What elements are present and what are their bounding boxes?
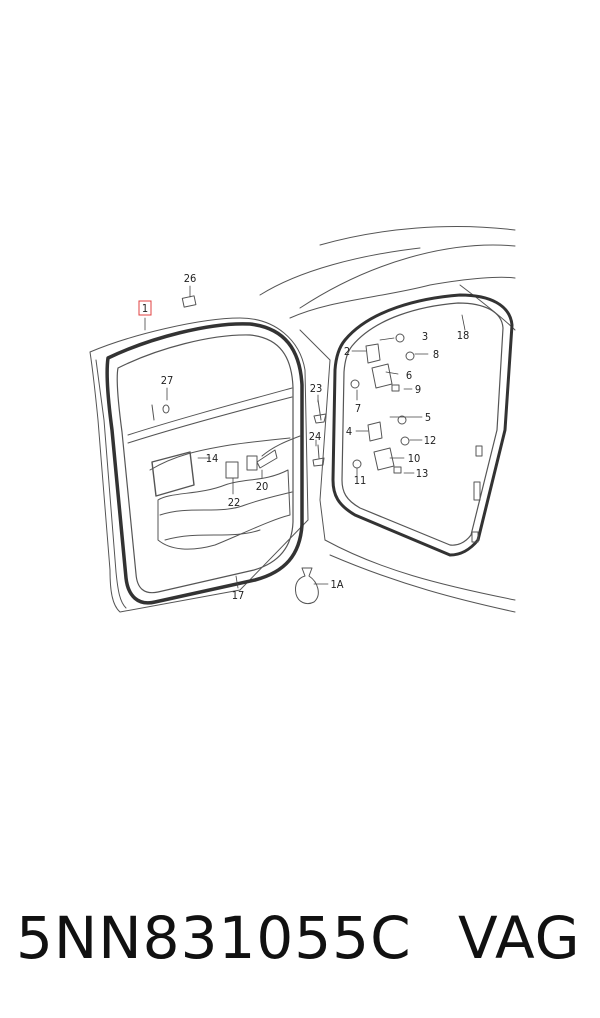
- callout-7: 7: [355, 402, 361, 415]
- callout-22: 22: [228, 496, 241, 509]
- door-seal-outer: [105, 322, 304, 605]
- callout-5: 5: [425, 411, 431, 424]
- body-sill: [324, 539, 516, 601]
- roof-edge: [299, 244, 516, 309]
- callout-14: 14: [206, 452, 219, 465]
- trim-pad: [151, 451, 195, 497]
- belt-line: [127, 387, 293, 436]
- roof-outline: [319, 226, 516, 246]
- callout-11: 11: [354, 474, 367, 487]
- door-parts-diagram: 1 26 27 14 22 20 23 24 17 1A 18 2 3 8 6 …: [89, 226, 516, 613]
- clip-27-line: [151, 404, 155, 421]
- callout-27: 27: [161, 374, 174, 387]
- callout-2: 2: [344, 345, 350, 358]
- component-22: [225, 461, 239, 479]
- body-seal-outer: [331, 293, 514, 557]
- door-edge: [95, 359, 127, 609]
- bolt-11: [352, 459, 362, 469]
- callout-4: 4: [346, 425, 352, 438]
- bolt-5: [397, 415, 407, 425]
- component-20a: [246, 455, 258, 471]
- inner-panel-opening: [157, 469, 291, 550]
- leader-lines: [144, 285, 466, 589]
- callout-17: 17: [232, 589, 245, 602]
- callout-6: 6: [406, 369, 412, 382]
- callout-10: 10: [408, 452, 421, 465]
- callout-1a: 1A: [330, 578, 343, 591]
- bolt-3: [395, 333, 405, 343]
- hinge-upper-lower: [371, 363, 393, 389]
- belt-line-2: [127, 396, 293, 444]
- hinge-lower: [367, 421, 383, 442]
- brand-name: VAG: [458, 904, 581, 972]
- wire: [261, 435, 301, 457]
- bolt-12: [400, 436, 410, 446]
- hinge-lower-lower: [373, 447, 395, 471]
- callout-1-highlight: [138, 300, 152, 316]
- hinge-upper: [365, 343, 381, 364]
- bolt-24: [312, 444, 325, 467]
- bolt-23: [313, 399, 327, 424]
- bolt-8: [405, 351, 415, 361]
- cap-13: [393, 466, 402, 474]
- pad-26: [181, 295, 197, 308]
- inner-panel-contour: [149, 437, 293, 541]
- part-number: 5NN831055C: [16, 904, 412, 972]
- callout-20: 20: [256, 480, 269, 493]
- callout-12: 12: [424, 434, 437, 447]
- body-slot-1: [475, 445, 483, 457]
- callout-24: 24: [309, 430, 322, 443]
- bolt-7: [350, 379, 360, 389]
- callout-18: 18: [457, 329, 470, 342]
- callout-8: 8: [433, 348, 439, 361]
- body-slot-2: [473, 481, 481, 501]
- bag-1a: [295, 567, 319, 605]
- clip-27: [162, 404, 170, 414]
- part-caption: 5NN831055C VAG: [0, 888, 600, 988]
- body-slot-3: [471, 531, 479, 543]
- roof-line: [259, 247, 421, 296]
- component-20b: [256, 449, 278, 469]
- a-pillar: [299, 329, 331, 541]
- callout-1: 1: [142, 302, 148, 315]
- callout-13: 13: [416, 467, 429, 480]
- door-seal-inner: [116, 334, 294, 594]
- body-lower: [329, 554, 516, 613]
- cap-9: [391, 384, 400, 392]
- callout-26: 26: [184, 272, 197, 285]
- window-frame-top: [289, 276, 516, 319]
- door-outer-panel: [89, 317, 309, 613]
- callout-3: 3: [422, 330, 428, 343]
- body-seal-inner: [341, 302, 504, 546]
- callout-23: 23: [310, 382, 323, 395]
- callout-9: 9: [415, 383, 421, 396]
